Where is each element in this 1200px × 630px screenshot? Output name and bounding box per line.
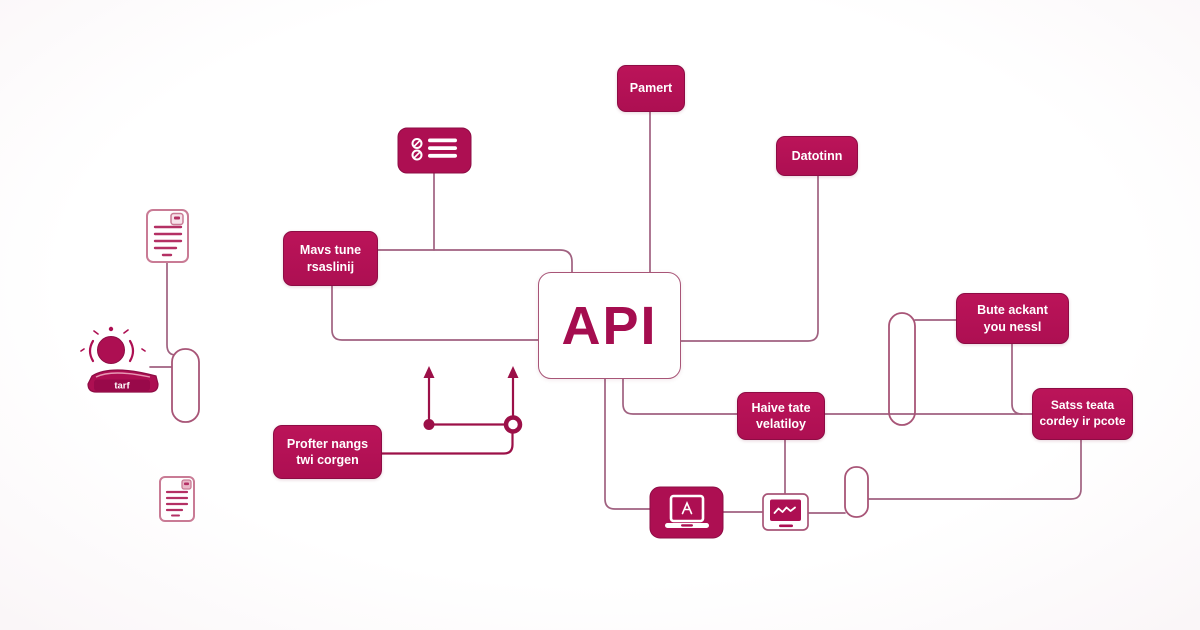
node-label-line2: rsaslinij	[306, 259, 355, 274]
node-bute: Bute ackant you nessl	[956, 293, 1069, 344]
checklist-icon	[411, 138, 457, 161]
node-pamert: Pamert	[617, 65, 685, 112]
node-satss: Satss teata cordey ir pcote	[1032, 388, 1133, 440]
pill-shape	[844, 466, 869, 518]
document-icon	[146, 209, 189, 263]
edge-api-haive	[622, 376, 738, 415]
node-label-line1: Bute ackant	[977, 303, 1048, 318]
node-detection: Datotinn	[776, 136, 858, 176]
flow-dot	[423, 419, 435, 430]
person-icon: tarf	[80, 326, 159, 393]
node-profter: Profter nangs twi corgen	[273, 425, 382, 479]
arrowhead-icon	[507, 366, 519, 378]
laptop-icon	[665, 494, 709, 528]
node-label-line2: velatiloy	[755, 417, 807, 431]
arrowhead-icon	[423, 366, 435, 378]
checklist-node	[397, 127, 472, 174]
edge-maps-api-left	[331, 283, 539, 341]
node-label-line2: you nessl	[983, 319, 1042, 334]
node-label-line1: Mavs tune	[299, 243, 362, 258]
node-label: Pamert	[629, 81, 673, 96]
flow-ring	[503, 415, 523, 434]
pill-shape	[171, 348, 200, 423]
person-label: tarf	[114, 381, 130, 392]
api-label: API	[561, 295, 658, 356]
monitor-caption-mark	[779, 524, 793, 528]
up-arrows	[378, 366, 523, 455]
node-maps: Mavs tune rsaslinij	[283, 231, 378, 286]
edge-document-pill	[166, 261, 177, 356]
node-label-line1: Haive tate	[751, 400, 811, 415]
api-node: API	[538, 272, 681, 379]
edge-bute-satss	[1011, 341, 1023, 415]
pill-shape	[888, 312, 916, 426]
node-haive: Haive tate velatiloy	[737, 392, 825, 440]
node-label-line1: Profter nangs	[286, 436, 369, 451]
document-icon-small	[159, 476, 195, 522]
edge-api-laptop	[604, 376, 651, 510]
laptop-node	[649, 486, 724, 539]
node-label-line1: Satss teata	[1050, 398, 1115, 413]
chart-monitor-icon	[762, 493, 809, 531]
edge-detection-api	[678, 173, 819, 342]
edge-satss-pill	[867, 437, 1082, 500]
node-label-line2: twi corgen	[296, 453, 359, 467]
node-label: Datotinn	[791, 148, 843, 163]
edge-maps-api-top	[375, 249, 573, 273]
connectors	[149, 109, 1082, 514]
node-label-line2: cordey ir pcote	[1039, 414, 1126, 428]
